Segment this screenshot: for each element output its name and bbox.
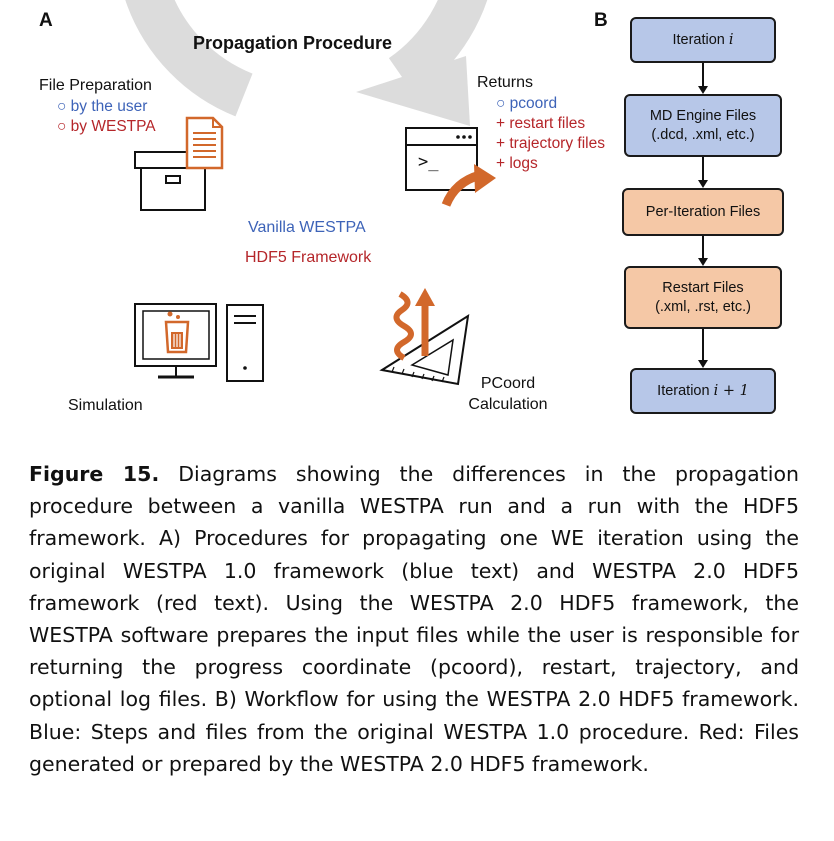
caption-label: Figure 15. — [29, 462, 160, 486]
box-var: i + 1 — [713, 382, 749, 399]
panel-a-graphics — [125, 0, 708, 386]
workflow-box-iteration-i: Iteration i — [630, 17, 776, 63]
figure-caption: Figure 15. Diagrams showing the differen… — [29, 458, 799, 780]
box-subtext: (.dcd, .xml, etc.) — [651, 126, 755, 143]
caption-text: Diagrams showing the differences in the … — [29, 462, 799, 776]
panel-b-letter: B — [594, 10, 608, 31]
workflow-box-per-iteration-files: Per-Iteration Files — [622, 188, 784, 236]
pcoord-label-line1: PCoord — [480, 375, 536, 392]
file-prep-by-westpa: ○ by WESTPA — [57, 118, 156, 135]
vanilla-westpa-label: Vanilla WESTPA — [248, 219, 366, 236]
file-prep-by-user: ○ by the user — [57, 98, 148, 115]
document-icon — [185, 116, 224, 170]
returns-label: Returns — [477, 74, 534, 91]
cycle-arrowhead — [356, 56, 470, 126]
simulation-label: Simulation — [68, 397, 143, 414]
returns-item-trajectory: + trajectory files — [496, 135, 605, 152]
workflow-arrows — [698, 63, 708, 368]
panel-a-letter: A — [39, 10, 53, 31]
box-subtext: (.xml, .rst, etc.) — [655, 298, 751, 315]
pcoord-label-line2: Calculation — [468, 396, 548, 413]
box-text: Per-Iteration Files — [645, 203, 761, 220]
box-text: Iteration — [672, 31, 729, 48]
workflow-box-restart-files: Restart Files (.xml, .rst, etc.) — [624, 266, 782, 329]
beaker-icon — [164, 311, 190, 354]
hdf5-framework-label: HDF5 Framework — [245, 249, 372, 266]
box-var: i — [728, 31, 734, 48]
workflow-box-md-engine-files: MD Engine Files (.dcd, .xml, etc.) — [624, 94, 782, 157]
workflow-box-iteration-i-plus-1: Iteration i + 1 — [630, 368, 776, 414]
box-text: MD Engine Files — [649, 107, 757, 124]
returns-item-logs: + logs — [496, 155, 538, 172]
terminal-prompt: >_ — [418, 152, 439, 172]
returns-item-restart: + restart files — [496, 115, 586, 132]
panel-a-title: Propagation Procedure — [193, 33, 393, 53]
protein-helix-icon — [393, 288, 435, 361]
computer-tower-icon — [226, 304, 264, 382]
box-text: Restart Files — [662, 279, 744, 296]
return-arrow-icon — [441, 164, 496, 207]
box-text: Iteration — [657, 382, 714, 399]
returns-item-pcoord: ○ pcoord — [496, 95, 558, 112]
file-preparation-label: File Preparation — [39, 77, 152, 94]
cycle-arrow-ring — [125, 0, 487, 126]
